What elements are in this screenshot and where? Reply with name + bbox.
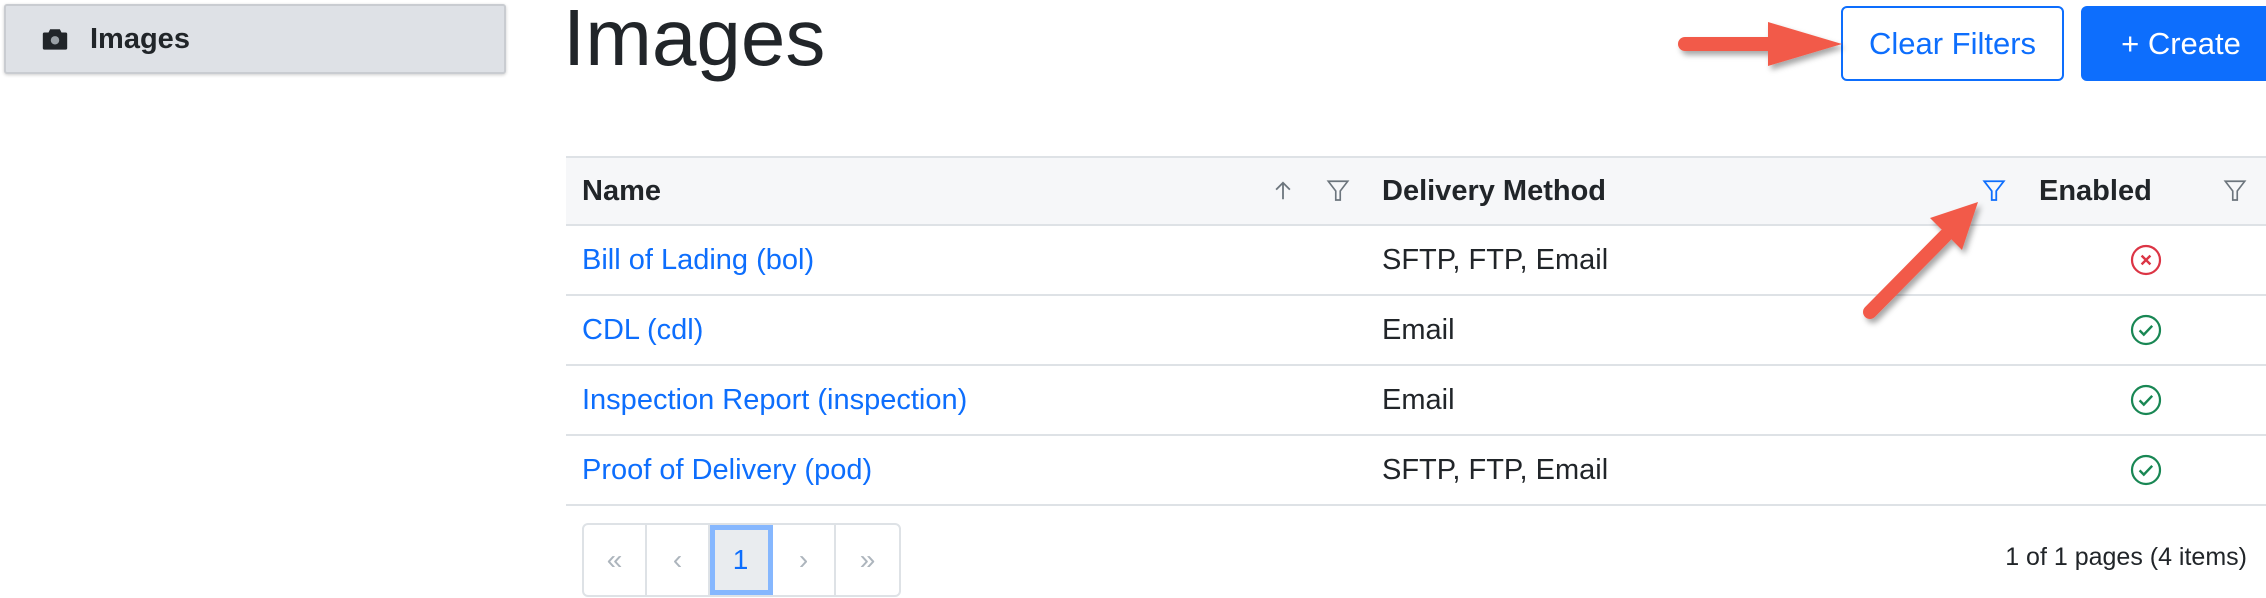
delivery-method: Email <box>1382 313 1455 346</box>
enabled-status <box>2023 226 2266 294</box>
table-header: Name Delivery Method Enabled <box>566 156 2266 226</box>
column-header-enabled[interactable]: Enabled <box>2023 158 2266 224</box>
image-name-link[interactable]: Inspection Report (inspection) <box>582 383 968 416</box>
column-label: Name <box>582 174 661 207</box>
enabled-status <box>2023 366 2266 434</box>
pagination: « ‹ 1 › » <box>582 523 901 597</box>
check-circle-icon <box>2130 454 2162 486</box>
next-page-button[interactable]: › <box>773 525 836 595</box>
delivery-method: Email <box>1382 383 1455 416</box>
column-label: Delivery Method <box>1382 174 1606 207</box>
table-row: Proof of Delivery (pod) SFTP, FTP, Email <box>566 436 2266 506</box>
clear-filters-button[interactable]: Clear Filters <box>1841 6 2064 81</box>
image-name-link[interactable]: Bill of Lading (bol) <box>582 243 815 276</box>
page-1-button[interactable]: 1 <box>710 525 773 595</box>
image-name-link[interactable]: CDL (cdl) <box>582 313 704 346</box>
column-header-name[interactable]: Name <box>566 158 1366 224</box>
page-title: Images <box>563 0 826 82</box>
create-button[interactable]: + Create <box>2081 6 2266 81</box>
sort-ascending-icon[interactable] <box>1272 178 1294 204</box>
first-page-button[interactable]: « <box>584 525 647 595</box>
pagination-info: 1 of 1 pages (4 items) <box>2005 543 2247 571</box>
table-row: Bill of Lading (bol) SFTP, FTP, Email <box>566 226 2266 296</box>
table-row: CDL (cdl) Email <box>566 296 2266 366</box>
column-label: Enabled <box>2039 174 2152 207</box>
enabled-status <box>2023 296 2266 364</box>
check-circle-icon <box>2130 314 2162 346</box>
last-page-button[interactable]: » <box>859 544 876 575</box>
delivery-method: SFTP, FTP, Email <box>1382 243 1609 276</box>
delivery-method: SFTP, FTP, Email <box>1382 453 1609 486</box>
check-circle-icon <box>2130 384 2162 416</box>
camera-icon <box>42 29 68 50</box>
filter-active-icon[interactable] <box>1982 179 2006 203</box>
table-row: Inspection Report (inspection) Email <box>566 366 2266 436</box>
x-circle-icon <box>2130 244 2162 276</box>
filter-icon[interactable] <box>2223 179 2247 203</box>
image-name-link[interactable]: Proof of Delivery (pod) <box>582 453 873 486</box>
filter-icon[interactable] <box>1326 179 1350 203</box>
previous-page-button[interactable]: ‹ <box>647 525 710 595</box>
sidebar-item-label: Images <box>90 22 190 55</box>
column-header-delivery-method[interactable]: Delivery Method <box>1366 158 2023 224</box>
arrow-annotation-icon <box>1678 22 1842 66</box>
enabled-status <box>2023 436 2266 504</box>
images-table: Name Delivery Method Enabled Bill of Lad… <box>566 156 2266 506</box>
sidebar-item-images[interactable]: Images <box>4 4 506 74</box>
